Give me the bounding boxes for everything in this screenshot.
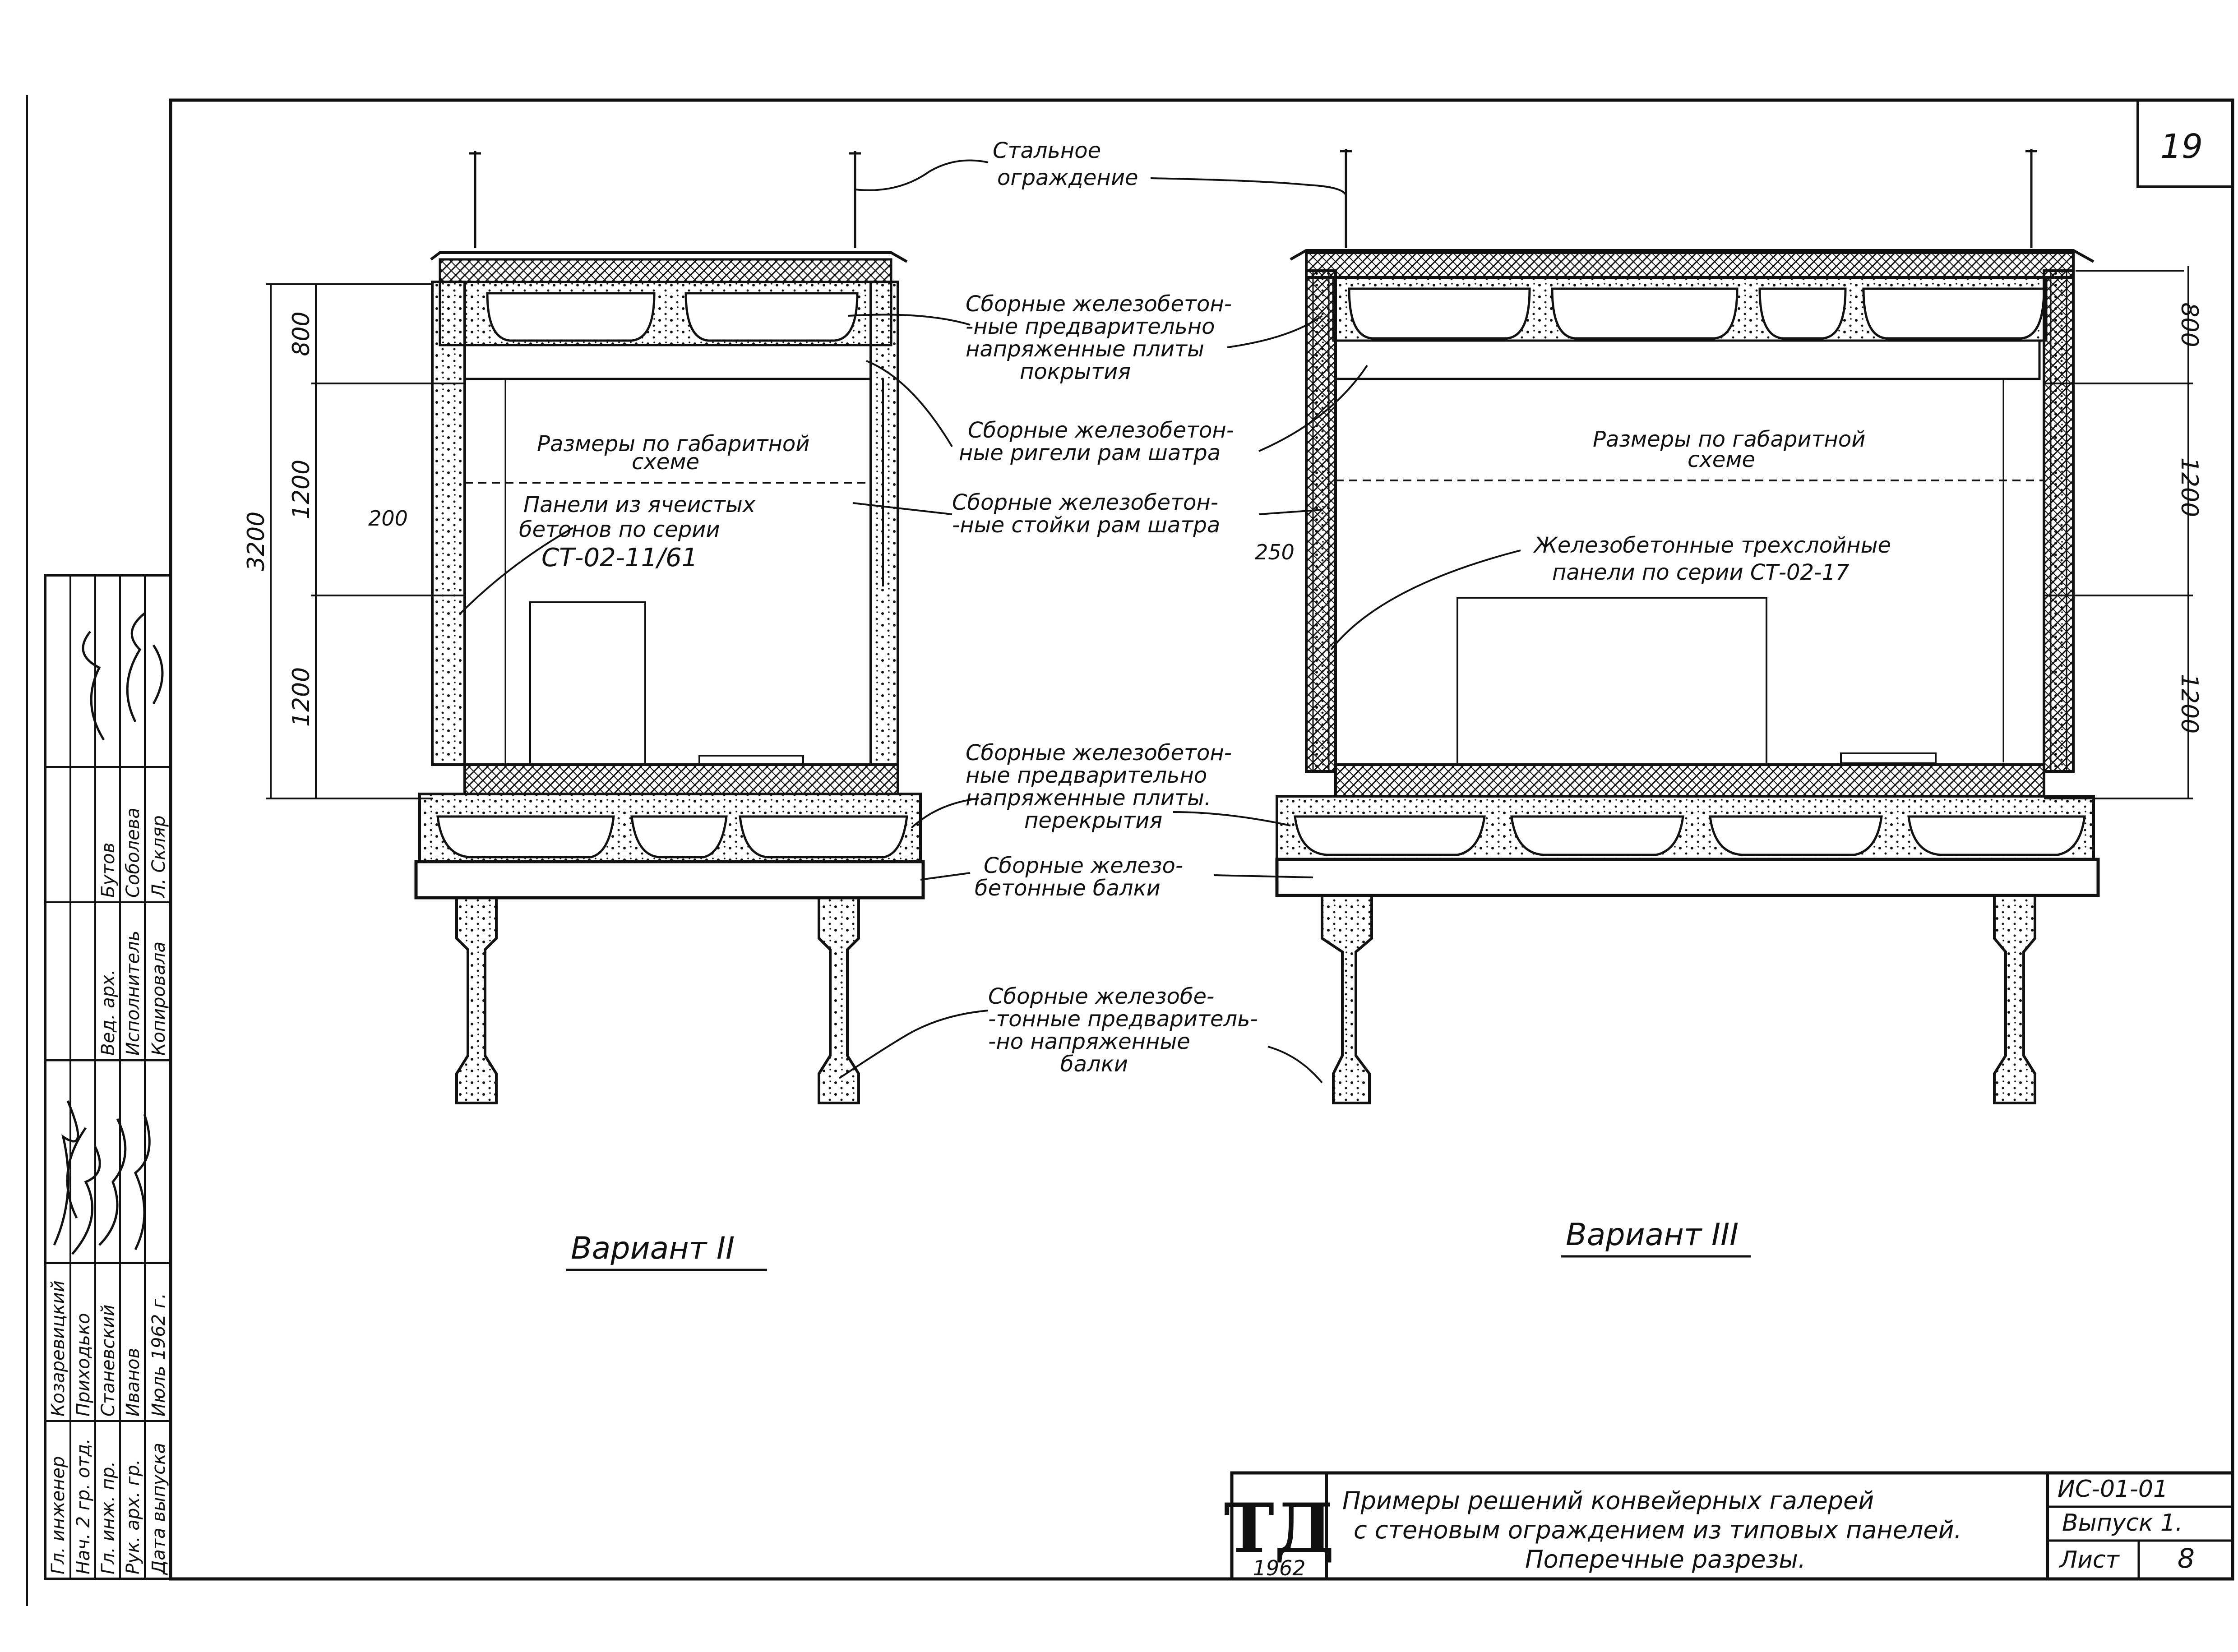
callout-cellular-2: бетонов по серии — [519, 517, 720, 542]
dim-lower-left: 1200 — [288, 667, 315, 727]
stamp2-role-2: Копировала — [148, 941, 169, 1056]
stamp-role-1: Нач. 2 гр. отд. — [73, 1438, 94, 1574]
roof-insulation-right — [1305, 251, 2075, 279]
callout-clearance-left-1: Размеры по габаритной — [537, 431, 809, 457]
sheet-label: Лист — [2059, 1546, 2120, 1574]
callout-beams-2: бетонные балки — [975, 876, 1161, 901]
callout-prestressed-3: -но напряженные — [988, 1029, 1190, 1054]
stamp-role-3: Рук. арх. гр. — [123, 1459, 143, 1574]
leader-lines — [459, 159, 1521, 1084]
callout-clearance-left-2: схеме — [632, 449, 699, 475]
callouts: Стальное ограждение Сборные железобетон-… — [519, 138, 1891, 1077]
callout-floor-1: Сборные железобетон- — [966, 740, 1232, 766]
callout-beams-1: Сборные железо- — [984, 853, 1183, 878]
opening-left — [529, 601, 646, 766]
callout-roof-1: Сборные железобетон- — [966, 291, 1232, 317]
callout-crossbars-1: Сборные железобетон- — [968, 418, 1234, 443]
stamp2-role-0: Вед. арх. — [98, 969, 119, 1056]
dim-lower-right: 1200 — [2176, 674, 2203, 734]
section-variant-2: 3200 800 1200 1200 200 — [243, 151, 925, 1104]
crossbar-left — [463, 344, 872, 380]
dim-upper-left: 800 — [288, 311, 315, 356]
stamp-role-4: Дата выпуска — [148, 1443, 169, 1575]
columns-left — [455, 896, 860, 1104]
steel-railing-right — [1340, 149, 2037, 248]
dim-wall-right: 250 — [1255, 540, 1295, 564]
callout-floor-2: ные предварительно — [966, 763, 1207, 788]
callout-prestressed-4: балки — [1060, 1052, 1128, 1077]
stamp-role-2: Гл. инж. пр. — [98, 1461, 119, 1574]
callout-steel-fence-2: ограждение — [997, 165, 1138, 190]
dim-upper-right: 800 — [2176, 302, 2203, 347]
main-beam-left — [414, 860, 925, 900]
callout-roof-3: напряженные плиты — [966, 337, 1204, 362]
logo-letters: ТД — [1224, 1489, 1335, 1568]
stamp-name-1: Приходько — [73, 1313, 94, 1417]
steel-railing-left — [469, 151, 861, 248]
signatures — [53, 613, 164, 1255]
section-variant-3: 800 1200 1200 250 — [1255, 149, 2203, 1104]
stamp2-name-0: Бутов — [98, 843, 119, 898]
stamp-name-4: Июль 1962 г. — [148, 1293, 169, 1417]
dim-total-left: 3200 — [243, 512, 270, 571]
callout-roof-4: покрытия — [1020, 359, 1131, 384]
variant-2-label: Вариант II — [571, 1231, 735, 1266]
title-line-3: Поперечные разрезы. — [1525, 1545, 1806, 1574]
title-line-1: Примеры решений конвейерных галерей — [1342, 1486, 1874, 1515]
roof-insulation-left — [439, 258, 892, 283]
callout-clearance-right-1: Размеры по габаритной — [1593, 427, 1865, 452]
callout-three-layer-1: Железобетонные трехслойные — [1533, 533, 1891, 558]
wall-panel-left — [431, 281, 466, 766]
floor-insulation-left — [463, 763, 899, 795]
callout-prestressed-1: Сборные железобе- — [988, 984, 1214, 1009]
crossbar-right — [1334, 339, 2041, 380]
stamp-name-0: Козаревицкий — [48, 1280, 69, 1417]
stamp-role-0: Гл. инженер — [48, 1456, 69, 1574]
callout-posts-2: -ные стойки рам шатра — [952, 512, 1220, 538]
callout-crossbars-2: ные ригели рам шатра — [959, 440, 1221, 466]
title-line-2: с стеновым ограждением из типовых панеле… — [1354, 1516, 1962, 1544]
logo-year: 1962 — [1253, 1556, 1305, 1580]
side-stamp: Гл. инженер Козаревицкий Нач. 2 гр. отд.… — [44, 574, 172, 1580]
stamp-name-2: Станевский — [98, 1305, 119, 1417]
callout-steel-fence-1: Стальное — [993, 138, 1101, 163]
sheet-number: 8 — [2178, 1543, 2195, 1574]
wall-panel-right — [869, 281, 899, 766]
stamp2-name-2: Л. Скляр — [148, 815, 169, 899]
dimension-lines-right — [1336, 266, 2193, 799]
callout-floor-4: перекрытия — [1024, 808, 1162, 833]
callout-posts-1: Сборные железобетон- — [952, 490, 1218, 515]
opening-right — [1457, 597, 1767, 766]
callout-three-layer-2: панели по серии СТ-02-17 — [1552, 560, 1850, 585]
callout-cellular-3: СТ-02-11/61 — [541, 543, 698, 572]
callout-clearance-right-2: схеме — [1688, 447, 1755, 472]
main-beam-right — [1275, 858, 2100, 897]
stamp-name-3: Иванов — [123, 1348, 143, 1417]
stamp2-name-1: Соболева — [123, 808, 143, 898]
series-code: ИС-01-01 — [2058, 1476, 2168, 1503]
columns-right — [1321, 894, 2036, 1104]
callout-floor-3: напряженные плиты. — [966, 785, 1211, 811]
floor-insulation-right — [1334, 763, 2045, 798]
dim-wall-left: 200 — [368, 506, 408, 531]
callout-prestressed-2: -тонные предваритель- — [988, 1006, 1258, 1032]
dim-middle-left: 1200 — [288, 460, 315, 519]
issue-label: Выпуск 1. — [2062, 1509, 2183, 1537]
callout-roof-2: -ные предварительно — [966, 314, 1215, 339]
dimension-lines-left — [266, 283, 871, 799]
variant-labels: Вариант II Вариант III — [566, 1217, 1751, 1271]
variant-3-label: Вариант III — [1566, 1217, 1739, 1253]
dim-middle-right: 1200 — [2176, 457, 2203, 517]
stamp2-role-1: Исполнитель — [123, 931, 143, 1056]
title-block: ТД 1962 Примеры решений конвейерных гале… — [1224, 1471, 2234, 1581]
page-number: 19 — [2160, 127, 2203, 166]
callout-cellular-1: Панели из ячеистых — [523, 492, 756, 517]
